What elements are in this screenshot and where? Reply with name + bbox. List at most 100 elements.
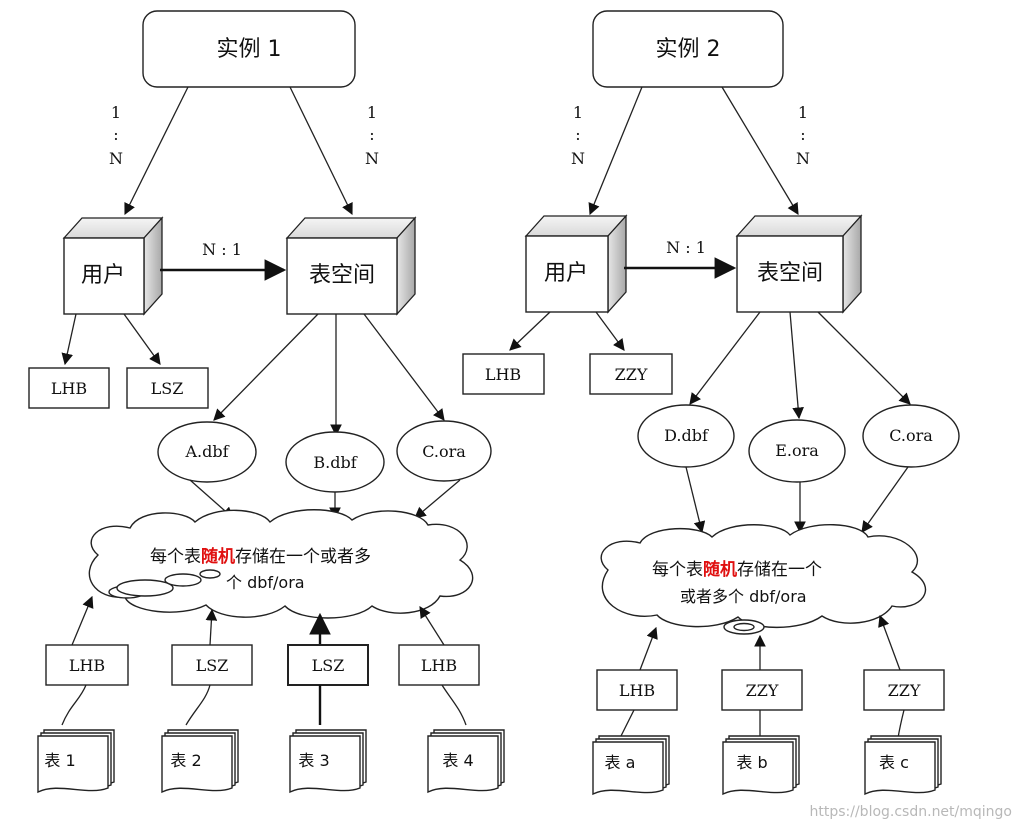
instance2-ts-label: 表空间 [757,261,823,286]
instance2-file-3: C.ora [889,426,933,445]
instance2-arrow-to-ts [721,86,799,216]
instance2-group: 实例 2 1 : N 1 : N 用户 表空间 N : 1 LHB ZZY [462,10,960,796]
instance2-cloud-line1: 每个表随机存储在一个 [652,559,822,580]
instance2-cloud-line2: 或者多个 dbf/ora [680,587,807,606]
instance1-ratio-ts-n: N [365,149,379,168]
instance1-table-doc-4: 表 4 [427,729,505,794]
instance1-table-1: 表 1 [44,751,75,770]
instance1-user-box-1 [28,367,110,409]
instance2-table-2: 表 b [736,753,767,772]
instance2-table-doc-b: 表 b [722,735,800,796]
instance2-user-cube: 用户 [524,214,628,314]
instance2-file-1: D.dbf [664,426,709,445]
instance2-arrow-owner1-cloud [639,626,658,671]
instance1-arrow-user-lhb [61,313,77,366]
instance2-cloud-line1-c: 存储在一个 [737,560,822,580]
instance1-cloud-line2: 个 dbf/ora [226,573,305,592]
instance1-cloud-line1-c: 存储在一个或者多 [235,547,371,567]
instance1-table-doc-3: 表 3 [289,729,367,794]
instance1-file-1-ellipse [157,421,257,483]
instance2-title: 实例 2 [656,37,721,62]
instance2-table-doc-a: 表 a [592,735,670,796]
instance2-rel-label: N : 1 [666,238,706,257]
instance1-ratio-ts-1: 1 [367,103,377,122]
instance2-arrow-to-user [588,86,643,216]
instance1-rel-label: N : 1 [202,240,242,259]
instance2-file-2: E.ora [775,441,819,460]
instance2-user-box-2 [589,353,673,395]
instance1-owner-box-4 [398,644,480,686]
instance2-owner-box-2 [721,669,803,711]
instance1-user-2: LSZ [151,379,184,398]
instance1-arrow-to-user [124,86,189,216]
instance1-owner-4: LHB [421,656,457,675]
instance1-table-doc-2: 表 2 [161,729,239,794]
instance1-ratio-user-1: 1 [111,103,121,122]
instance1-link-table2 [185,684,211,726]
instance2-arrow-owner3-cloud [878,614,901,671]
instance1-user-label: 用户 [81,263,125,288]
instance2-link-table-a [619,709,635,739]
instance1-arrow-c-cloud [414,479,461,519]
instance2-arrow-c-cloud [861,466,909,533]
instance1-arrow-owner1-cloud [71,595,94,646]
instance2-owner-box-1 [596,669,678,711]
instance2-ts-cube: 表空间 [735,214,863,314]
instance2-owner-1: LHB [619,681,655,700]
instance1-table-4: 表 4 [442,751,473,770]
instance2-cloud: 每个表随机存储在一个 或者多个 dbf/ora [600,524,927,635]
instance2-ratio-user-colon: : [575,125,580,144]
instance1-title-box [142,10,356,88]
instance1-cloud-line1: 每个表随机存储在一个或者多 [150,546,371,567]
instance1-user-1: LHB [51,379,87,398]
instance1-arrow-ts-a [213,313,319,421]
instance1-ts-label: 表空间 [309,263,375,288]
instance2-ratio-user-n: N [571,149,585,168]
instance1-cloud: 每个表随机存储在一个或者多 个 dbf/ora [88,509,474,619]
instance2-ratio-ts-1: 1 [798,103,808,122]
instance2-owner-2: ZZY [746,681,779,700]
instance2-user-label: 用户 [544,261,588,286]
instance1-arrow-owner4-cloud [419,606,445,646]
instance2-table-3: 表 c [879,753,909,772]
instance2-arrow-user-lhb [509,311,551,351]
instance1-cloud-line1-a: 每个表 [150,547,201,567]
instance1-file-3-ellipse [396,420,492,482]
instance1-owner-box-3 [287,644,369,686]
instance1-file-1: A.dbf [184,442,229,461]
instance2-title-box [592,10,784,88]
instance1-cloud-highlight: 随机 [201,546,235,567]
instance1-user-box-2 [126,367,209,409]
instance2-user-1: LHB [485,365,521,384]
instance2-ratio-user-1: 1 [573,103,583,122]
instance1-owner-2: LSZ [196,656,229,675]
instance2-arrow-ts-d [689,311,761,405]
instance1-owner-1: LHB [69,656,105,675]
instance1-arrow-owner2-cloud [205,608,218,646]
instance1-arrow-ts-c [363,313,445,421]
instance1-ratio-user-n: N [109,149,123,168]
instance1-arrow-user-lsz [123,313,161,365]
instance2-table-doc-c: 表 c [864,735,942,796]
instance2-cloud-line1-a: 每个表 [652,560,703,580]
instance2-arrow-ts-e [789,311,804,420]
instance2-arrow-ts-c [817,311,911,405]
instance1-link-table4 [441,684,467,726]
instance2-user-box-1 [462,353,545,395]
instance2-owner-box-3 [863,669,945,711]
instance2-file-3-ellipse [862,404,960,468]
instance1-table-3: 表 3 [298,751,329,770]
instance2-file-2-ellipse [748,419,846,483]
instance1-arrow-to-ts [289,86,353,216]
instance1-title: 实例 1 [217,37,282,62]
instance1-ts-cube: 表空间 [285,216,417,316]
instance2-cloud-highlight: 随机 [703,559,737,580]
instance2-user-2: ZZY [615,365,648,384]
instance1-table-doc-1: 表 1 [37,729,115,794]
instance2-ratio-ts-colon: : [800,125,805,144]
instance1-ratio-ts-colon: : [369,125,374,144]
instance1-table-2: 表 2 [170,751,201,770]
instance1-user-cube: 用户 [62,216,164,316]
instance1-ratio-user-colon: : [113,125,118,144]
